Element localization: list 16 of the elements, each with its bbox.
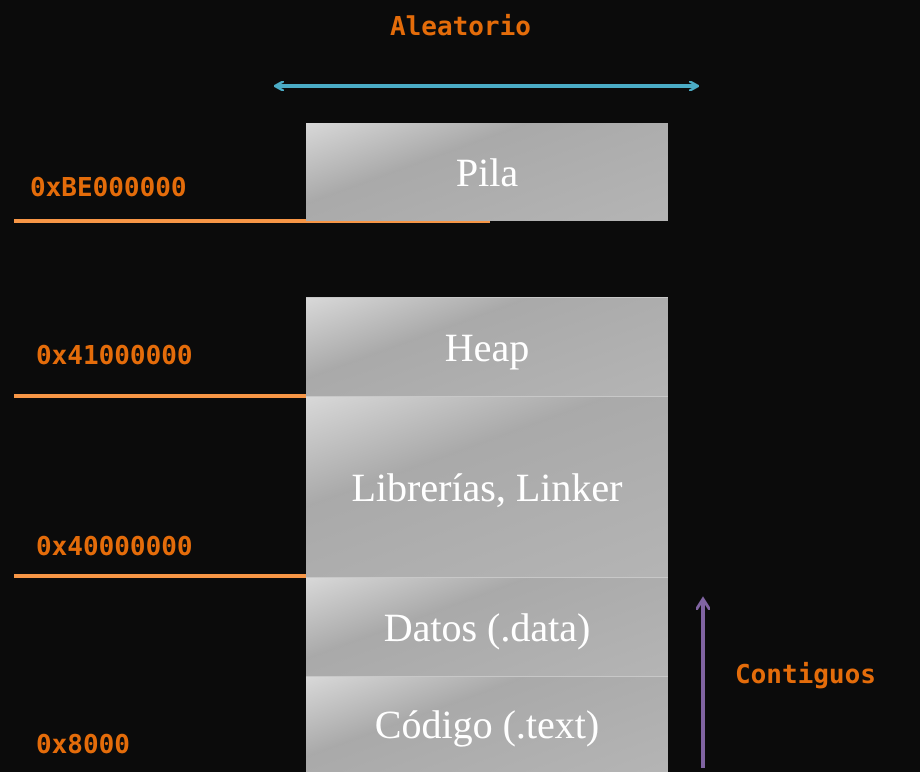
memory-segment [306, 123, 668, 221]
address-label: 0x40000000 [36, 532, 193, 562]
memory-segment [306, 396, 668, 577]
address-label: 0x41000000 [36, 341, 193, 371]
address-label: 0xBE000000 [30, 173, 187, 203]
address-label: 0x8000 [36, 730, 130, 760]
segment-name: Pila [456, 148, 518, 196]
segment-name: Librerías, Linker [352, 464, 622, 510]
memory-segment [306, 676, 668, 772]
segment-name: Heap [444, 324, 530, 370]
axis-label: Contiguos [735, 660, 876, 690]
segment-name: Código (.text) [374, 701, 600, 748]
segment-name: Datos (.data) [384, 604, 590, 650]
axis-label: Aleatorio [390, 12, 531, 42]
memory-segment [306, 297, 668, 396]
memory-segment [306, 577, 668, 676]
